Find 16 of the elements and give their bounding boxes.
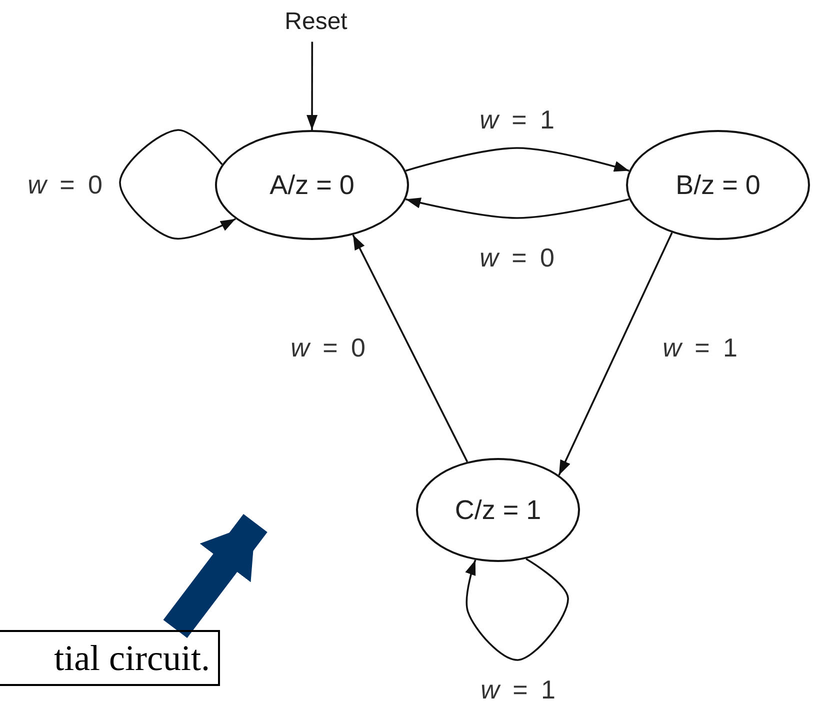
arrow (465, 558, 569, 661)
state-label: B/z = 0 (676, 170, 760, 200)
state-ellipse (215, 130, 409, 240)
arrow (119, 129, 236, 240)
arrow (405, 198, 630, 219)
state-ellipse (626, 130, 810, 240)
text-box (0, 630, 220, 686)
arrow (352, 234, 468, 462)
state-label: C/z = 1 (454, 494, 542, 526)
state-label: A/z = 0 (270, 170, 354, 200)
block-arrow (163, 514, 268, 638)
input-label: Reset (284, 8, 348, 36)
arrow (405, 147, 630, 172)
state-ellipse (416, 458, 580, 562)
arrow (306, 42, 318, 130)
state-label: tial circuit. (54, 637, 210, 679)
